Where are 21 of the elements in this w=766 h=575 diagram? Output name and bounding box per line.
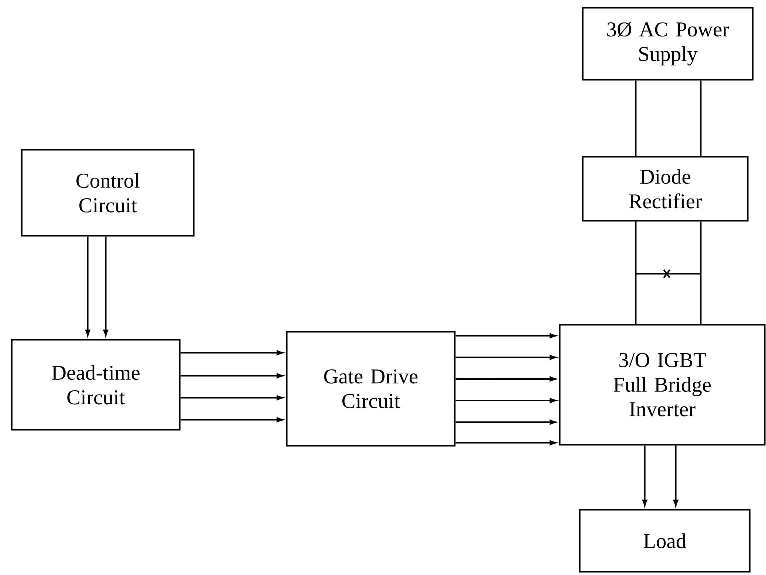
block-box: Diode Rectifier [582,156,749,222]
arrow [180,374,284,378]
arrow [180,418,284,422]
arrow [456,334,556,338]
block-box: Control Circuit [21,149,195,237]
arrow [456,355,556,360]
arrow [642,446,648,506]
arrow [104,236,108,336]
arrow [180,350,284,356]
block-box: 3/O IGBT Full Bridge Inverter [559,324,766,446]
arrow [86,236,90,336]
arrow [456,440,556,446]
arrow [456,420,556,425]
block-box: Dead-time Circuit [11,339,181,431]
arrow [180,396,284,400]
block-box: Load [579,509,751,573]
block-box: 3Ø AC Power Supply [582,7,754,81]
block-box: Gate Drive Circuit [286,331,456,447]
arrow [456,398,556,404]
arrow [456,376,556,382]
arrow [674,446,678,506]
